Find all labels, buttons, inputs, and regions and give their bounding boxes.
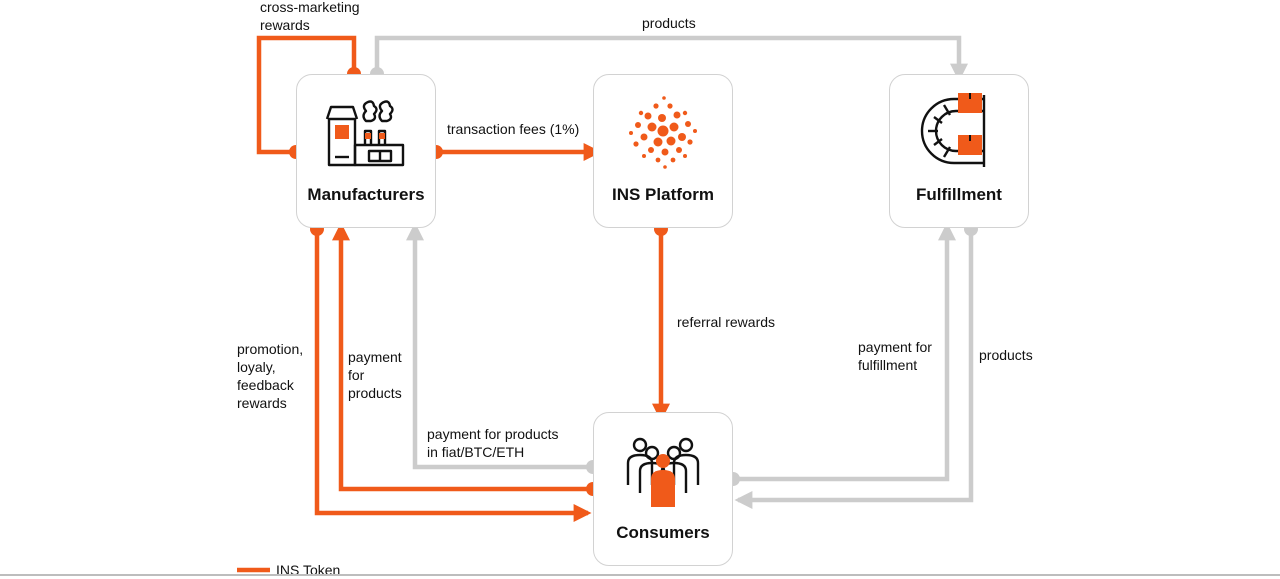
label-line: fulfillment	[858, 357, 918, 373]
label-line: promotion,	[237, 341, 304, 357]
label-line: rewards	[237, 395, 287, 411]
people-group-icon	[626, 437, 700, 507]
conveyor-boxes-icon	[920, 93, 986, 167]
node-label: Fulfillment	[916, 185, 1002, 204]
label-line: cross-marketing	[260, 0, 360, 15]
label-payment-products: payment for products	[348, 348, 402, 402]
label-line: payment	[348, 349, 402, 365]
legend-label: INS Token	[276, 562, 341, 578]
node-label: INS Platform	[611, 185, 715, 204]
label-payment-fulfillment: payment for fulfillment	[858, 338, 932, 374]
node-consumers: Consumers	[593, 412, 733, 566]
edge-cross-marketing	[256, 35, 357, 155]
factory-icon	[325, 100, 405, 167]
edge-promotion	[314, 229, 592, 522]
node-label: Consumers	[616, 523, 710, 542]
label-line: payment for	[858, 339, 932, 355]
node-platform: INS Platform	[593, 74, 733, 228]
edge-payment-products	[332, 222, 593, 492]
label-cross-marketing: cross-marketing rewards	[260, 0, 360, 34]
label-payment-fiat: payment for products in fiat/BTC/ETH	[427, 425, 559, 461]
label-line: rewards	[260, 17, 310, 33]
bottom-divider	[0, 574, 1280, 576]
label-line: in fiat/BTC/ETH	[427, 444, 525, 460]
edge-payment-fulfillment	[733, 222, 956, 482]
edge-products-top	[374, 35, 968, 82]
label-line: feedback	[237, 377, 294, 393]
label-line: products	[348, 385, 402, 401]
label-line: payment for products	[427, 426, 559, 442]
label-transaction-fees: transaction fees (1%)	[447, 121, 580, 137]
node-manufacturers: Manufacturers	[296, 74, 436, 228]
label-referral-rewards: referral rewards	[677, 314, 776, 330]
label-products-top: products	[642, 15, 696, 31]
label-products-right: products	[979, 347, 1033, 363]
edge-payment-fiat	[406, 222, 593, 470]
node-label: Manufacturers	[307, 185, 425, 204]
label-line: for	[348, 367, 365, 383]
label-promotion: promotion, loyaly, feedback rewards	[237, 340, 303, 412]
label-line: loyaly,	[237, 359, 276, 375]
edge-products-right	[734, 229, 974, 509]
ins-logo-icon	[629, 96, 697, 169]
node-fulfillment: Fulfillment	[889, 74, 1029, 228]
